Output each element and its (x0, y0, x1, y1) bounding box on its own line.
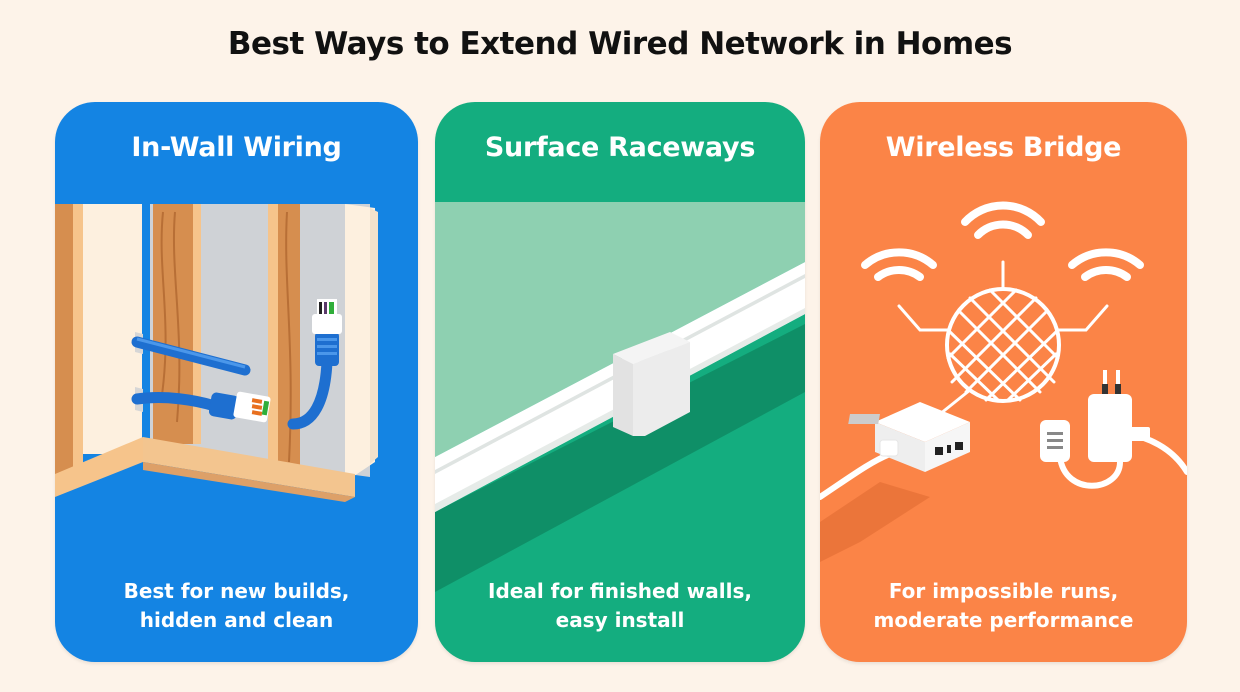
card-description: Ideal for finished walls, easy install (435, 577, 805, 635)
card-title: In-Wall Wiring (131, 132, 342, 163)
card-in-wall-wiring: In-Wall Wiring (55, 102, 418, 662)
card-title: Wireless Bridge (885, 132, 1122, 163)
card-wireless-bridge: Wireless Bridge (820, 102, 1187, 662)
card-description-line: Ideal for finished walls, (488, 579, 752, 603)
card-title: Surface Raceways (484, 132, 756, 163)
card-description-line: Best for new builds, (123, 579, 350, 603)
wall-studs-with-ethernet-cables-icon (55, 204, 378, 502)
card-description-line: easy install (555, 608, 685, 632)
page-title: Best Ways to Extend Wired Network in Hom… (227, 26, 1013, 62)
wifi-globe-and-bridge-devices-icon (820, 201, 1187, 562)
raceway-channel-on-wall-icon (435, 202, 805, 592)
card-description-line: hidden and clean (139, 608, 334, 632)
card-description: For impossible runs, moderate performanc… (820, 577, 1187, 635)
card-description-line: moderate performance (873, 608, 1134, 632)
card-surface-raceways: Surface Raceways Ideal for finished wall… (435, 102, 805, 662)
card-description: Best for new builds, hidden and clean (55, 577, 418, 635)
card-description-line: For impossible runs, (888, 579, 1119, 603)
